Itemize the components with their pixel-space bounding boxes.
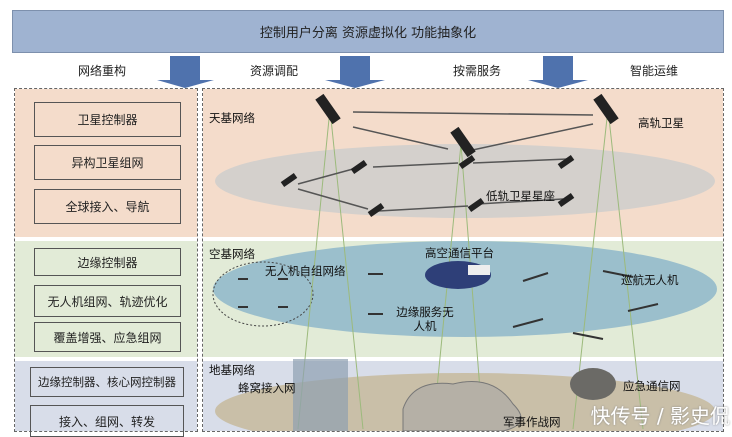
watermark: 快传号 / 影史侃: [590, 404, 730, 428]
emergency-vehicle-icon: [570, 368, 616, 400]
left-box: 异构卫星组网: [34, 145, 181, 180]
edge-uav-label: 边缘服务无人机: [396, 305, 454, 333]
down-arrow-icon: [325, 56, 385, 88]
down-arrows: [157, 56, 588, 88]
leo-satellite-icon: [350, 159, 368, 175]
down-arrow-icon: [528, 56, 588, 88]
cruise-uav-label: 巡航无人机: [621, 273, 679, 287]
cellular-label: 蜂窝接入网: [238, 381, 296, 395]
leo-satellite-icon: [467, 197, 485, 213]
category-label: 智能运维: [630, 64, 679, 78]
left-box: 接入、组网、转发: [30, 405, 184, 437]
header-title: 控制用户分离 资源虚拟化 功能抽象化: [259, 26, 477, 41]
geo-satellite-icon: [450, 126, 476, 158]
geo-satellite-label: 高轨卫星: [638, 116, 684, 130]
leo-constellation-label: 低轨卫星星座: [486, 189, 555, 203]
ground-network-title: 地基网络: [209, 363, 255, 377]
category-label: 资源调配: [250, 64, 299, 78]
left-box: 无人机组网、轨迹优化: [34, 285, 181, 317]
drones: [238, 270, 659, 340]
swarm-label: 无人机自组网络: [265, 264, 346, 278]
leo-ellipse: [215, 144, 715, 218]
category-label: 按需服务: [453, 64, 502, 78]
geo-satellite-icon: [593, 93, 619, 125]
left-box: 卫星控制器: [34, 102, 181, 137]
emergency-label: 应急通信网: [623, 379, 681, 393]
leo-satellite-icon: [367, 202, 385, 218]
military-label: 军事作战网: [503, 415, 561, 429]
swarm-circle: [212, 261, 314, 327]
leo-satellite-icon: [458, 154, 476, 170]
left-box: 边缘控制器、核心网控制器: [30, 367, 184, 397]
mesh-cloud: [402, 381, 522, 431]
space-network-title: 天基网络: [209, 111, 255, 125]
left-panel: 卫星控制器 异构卫星组网 全球接入、导航 边缘控制器 无人机组网、轨迹优化 覆盖…: [14, 88, 198, 437]
category-label: 网络重构: [78, 64, 127, 78]
left-box: 边缘控制器: [34, 248, 181, 276]
city-buildings-icon: [293, 359, 348, 431]
leo-satellite-icon: [557, 192, 575, 208]
geo-satellite-icon: [315, 93, 341, 125]
leo-satellite-icon: [280, 172, 298, 188]
left-box: 覆盖增强、应急组网: [34, 322, 181, 352]
hap-label: 高空通信平台: [425, 246, 494, 260]
down-arrow-icon: [157, 56, 214, 88]
air-network-title: 空基网络: [209, 247, 255, 261]
left-box: 全球接入、导航: [34, 189, 181, 224]
leo-satellite-icon: [557, 154, 575, 170]
satellite-links: [297, 111, 594, 212]
airship-gondola: [468, 265, 490, 275]
network-diagram: [212, 93, 717, 431]
satellites: [280, 93, 619, 218]
header-bar: 控制用户分离 资源虚拟化 功能抽象化: [12, 10, 724, 53]
right-panel: 天基网络 高轨卫星 低轨卫星星座 空基网络 无人机自组网络 高空通信平台 边缘服…: [202, 88, 724, 432]
